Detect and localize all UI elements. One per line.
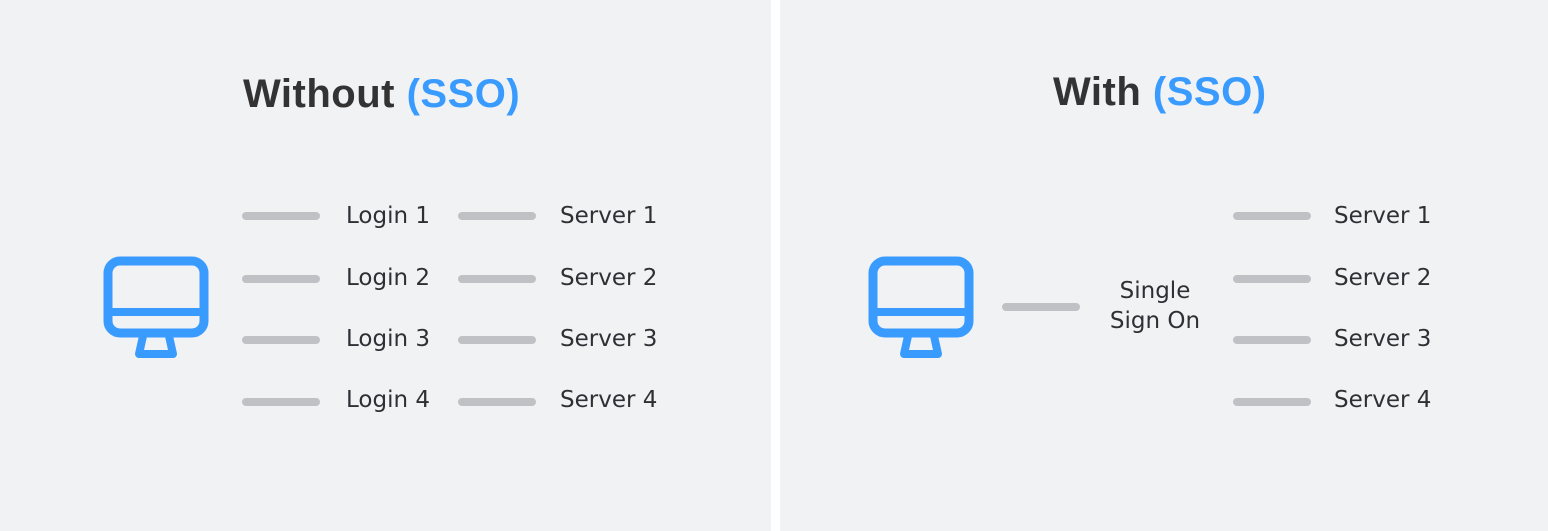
connector-line — [458, 212, 536, 220]
server-label: Server 2 — [1334, 265, 1432, 291]
with-sso-title: With (SSO) — [1053, 70, 1267, 115]
connector-line — [242, 398, 320, 406]
server-label: Server 3 — [1334, 326, 1432, 352]
server-label: Server 1 — [1334, 203, 1432, 229]
connector-line — [1233, 212, 1311, 220]
connector-line — [242, 275, 320, 283]
title-accent: (SSO) — [1152, 70, 1267, 114]
login-label: Login 1 — [346, 203, 430, 229]
title-main: Without — [243, 72, 395, 116]
with-sso-panel: With (SSO) Single Sign On Server 1 Serve… — [780, 0, 1548, 531]
sso-label-line1: Single — [1119, 278, 1191, 304]
without-sso-panel: Without (SSO) Login 1 Server 1 Login 2 S… — [0, 0, 771, 531]
title-accent: (SSO) — [406, 72, 521, 116]
without-sso-title: Without (SSO) — [243, 72, 520, 117]
server-label: Server 1 — [560, 203, 658, 229]
monitor-icon — [868, 256, 974, 358]
server-label: Server 2 — [560, 265, 658, 291]
monitor-icon — [103, 256, 209, 358]
connector-line — [1002, 303, 1080, 311]
connector-line — [242, 212, 320, 220]
connector-line — [242, 336, 320, 344]
connector-line — [458, 398, 536, 406]
sso-label-line2: Sign On — [1109, 308, 1201, 334]
single-sign-on-label: Single Sign On — [1095, 276, 1215, 336]
login-label: Login 3 — [346, 326, 430, 352]
server-label: Server 4 — [1334, 387, 1432, 413]
server-label: Server 3 — [560, 326, 658, 352]
title-main: With — [1053, 70, 1142, 114]
connector-line — [458, 336, 536, 344]
connector-line — [1233, 275, 1311, 283]
connector-line — [458, 275, 536, 283]
connector-line — [1233, 336, 1311, 344]
connector-line — [1233, 398, 1311, 406]
login-label: Login 4 — [346, 387, 430, 413]
server-label: Server 4 — [560, 387, 658, 413]
login-label: Login 2 — [346, 265, 430, 291]
